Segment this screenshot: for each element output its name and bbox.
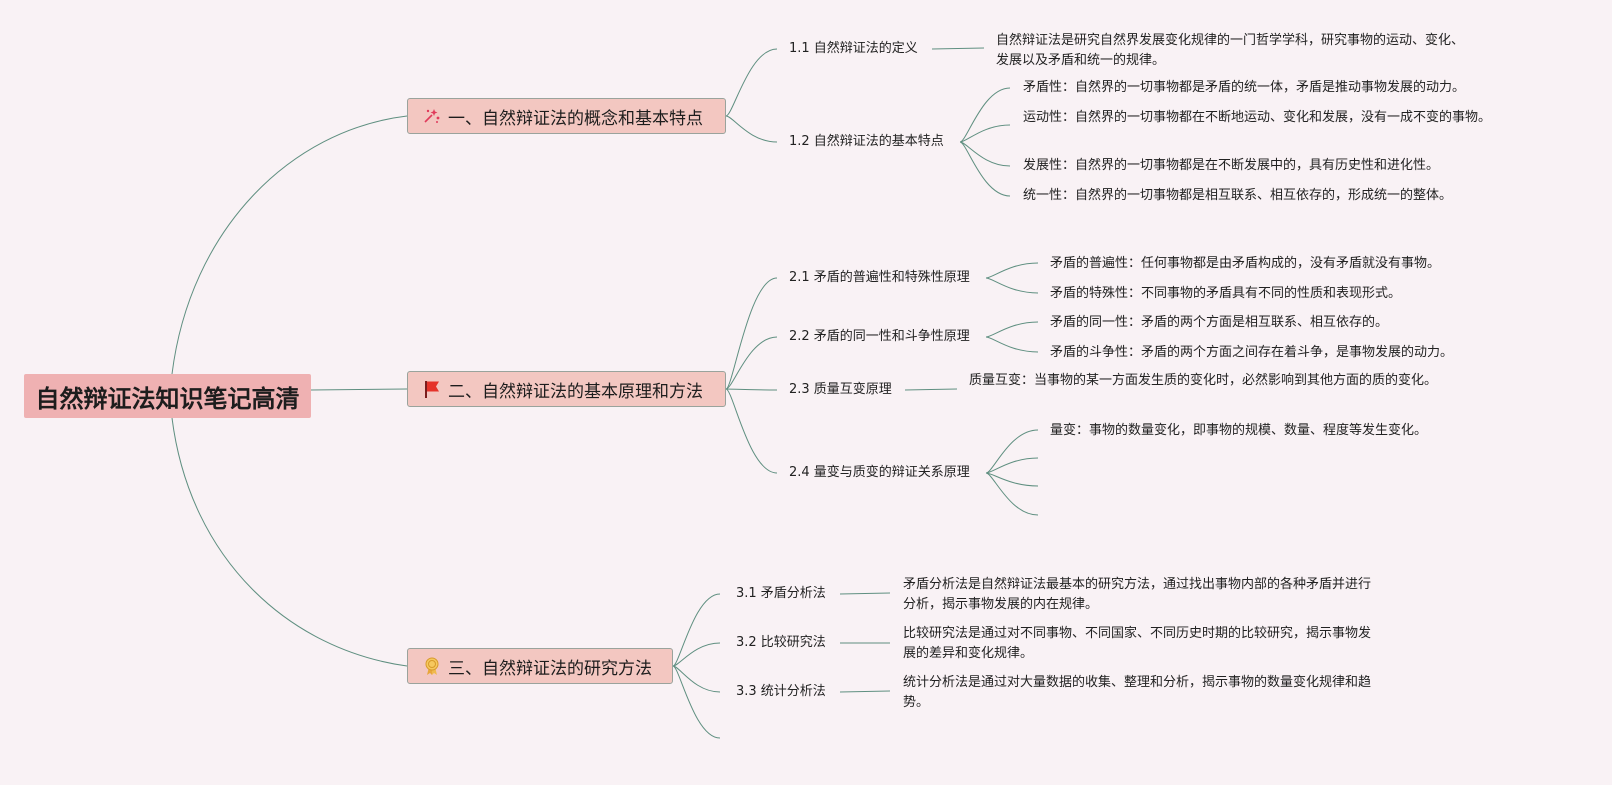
leaf-2-4-1[interactable]: 量变：事物的数量变化，即事物的规模、数量、程度等发生变化。 [1050, 423, 1428, 438]
branch-3-topic[interactable]: 三、自然辩证法的研究方法 [407, 648, 673, 684]
root-link-1 [171, 115, 408, 375]
subtopic-3-1[interactable]: 3.1 矛盾分析法 [736, 586, 826, 601]
branch-2-topic[interactable]: 二、自然辩证法的基本原理和方法 [407, 371, 726, 407]
subtopic-1-1[interactable]: 1.1 自然辩证法的定义 [789, 41, 918, 56]
b3-link-1 [672, 593, 721, 667]
award-ribbon-icon [422, 656, 442, 676]
b1-link-2 [725, 115, 778, 143]
s24-link-3 [985, 472, 1039, 487]
s24-link-2 [985, 457, 1039, 474]
root-topic[interactable]: 自然辩证法知识笔记高清 [24, 374, 311, 418]
s12-link-2 [959, 124, 1011, 143]
b2-link-1 [725, 277, 778, 390]
leaf-2-3-1[interactable]: 质量互变：当事物的某一方面发生质的变化时，必然影响到其他方面的质的变化。 [969, 373, 1438, 388]
s11-link [931, 47, 985, 50]
b2-link-2 [725, 336, 778, 390]
subtopic-3-3[interactable]: 3.3 统计分析法 [736, 684, 826, 699]
s12-link-1 [959, 87, 1011, 143]
subtopic-2-1[interactable]: 2.1 矛盾的普遍性和特殊性原理 [789, 270, 970, 285]
b3-link-4 [672, 665, 721, 739]
root-link-3 [171, 417, 408, 667]
branch-1-label: 一、自然辩证法的概念和基本特点 [448, 108, 703, 129]
subtopic-2-4[interactable]: 2.4 量变与质变的辩证关系原理 [789, 465, 970, 480]
branch-3-label: 三、自然辩证法的研究方法 [448, 658, 652, 679]
b2-link-4 [725, 388, 778, 474]
subtopic-1-2[interactable]: 1.2 自然辩证法的基本特点 [789, 134, 944, 149]
leaf-3-3-1[interactable]: 统计分析法是通过对大量数据的收集、整理和分析，揭示事物的数量变化规律和趋势。 [903, 675, 1372, 710]
s12-link-4 [959, 141, 1011, 197]
red-flag-icon [422, 379, 442, 399]
s23-link [904, 388, 958, 391]
subtopic-2-3[interactable]: 2.3 质量互变原理 [789, 382, 892, 397]
leaf-1-1-1[interactable]: 自然辩证法是研究自然界发展变化规律的一门哲学学科，研究事物的运动、变化、发展以及… [996, 33, 1465, 68]
s22-link-1 [985, 321, 1039, 338]
b3-link-2 [672, 642, 721, 667]
leaf-2-2-2[interactable]: 矛盾的斗争性：矛盾的两个方面之间存在着斗争，是事物发展的动力。 [1050, 345, 1454, 360]
leaf-1-2-4[interactable]: 统一性：自然界的一切事物都是相互联系、相互依存的，形成统一的整体。 [1023, 188, 1453, 203]
leaf-2-1-2[interactable]: 矛盾的特殊性：不同事物的矛盾具有不同的性质和表现形式。 [1050, 286, 1402, 301]
b3-link-3 [672, 665, 721, 693]
leaf-3-1-1[interactable]: 矛盾分析法是自然辩证法最基本的研究方法，通过找出事物内部的各种矛盾并进行分析，揭… [903, 577, 1372, 612]
root-link-2 [310, 388, 408, 391]
leaf-2-1-1[interactable]: 矛盾的普遍性：任何事物都是由矛盾构成的，没有矛盾就没有事物。 [1050, 256, 1441, 271]
leaf-2-2-1[interactable]: 矛盾的同一性：矛盾的两个方面是相互联系、相互依存的。 [1050, 315, 1389, 330]
subtopic-2-2[interactable]: 2.2 矛盾的同一性和斗争性原理 [789, 329, 970, 344]
s31-link [839, 592, 891, 595]
leaf-1-2-1[interactable]: 矛盾性：自然界的一切事物都是矛盾的统一体，矛盾是推动事物发展的动力。 [1023, 80, 1466, 95]
branch-2-label: 二、自然辩证法的基本原理和方法 [448, 381, 703, 402]
s24-link-1 [985, 429, 1039, 474]
leaf-1-2-2[interactable]: 运动性：自然界的一切事物都在不断地运动、变化和发展，没有一成不变的事物。 [1023, 110, 1492, 125]
b2-link-3 [725, 388, 778, 391]
s24-link-4 [985, 472, 1039, 516]
branch-1-topic[interactable]: 一、自然辩证法的概念和基本特点 [407, 98, 726, 134]
leaf-1-2-3[interactable]: 发展性：自然界的一切事物都是在不断发展中的，具有历史性和进化性。 [1023, 158, 1440, 173]
leaf-3-2-1[interactable]: 比较研究法是通过对不同事物、不同国家、不同历史时期的比较研究，揭示事物发展的差异… [903, 626, 1372, 661]
b1-link-1 [725, 48, 778, 117]
s21-link-1 [985, 262, 1039, 279]
s12-link-3 [959, 141, 1011, 167]
subtopic-3-2[interactable]: 3.2 比较研究法 [736, 635, 826, 650]
s21-link-2 [985, 277, 1039, 294]
sparkles-icon [422, 106, 442, 126]
s22-link-2 [985, 336, 1039, 353]
s33-link [839, 690, 891, 693]
